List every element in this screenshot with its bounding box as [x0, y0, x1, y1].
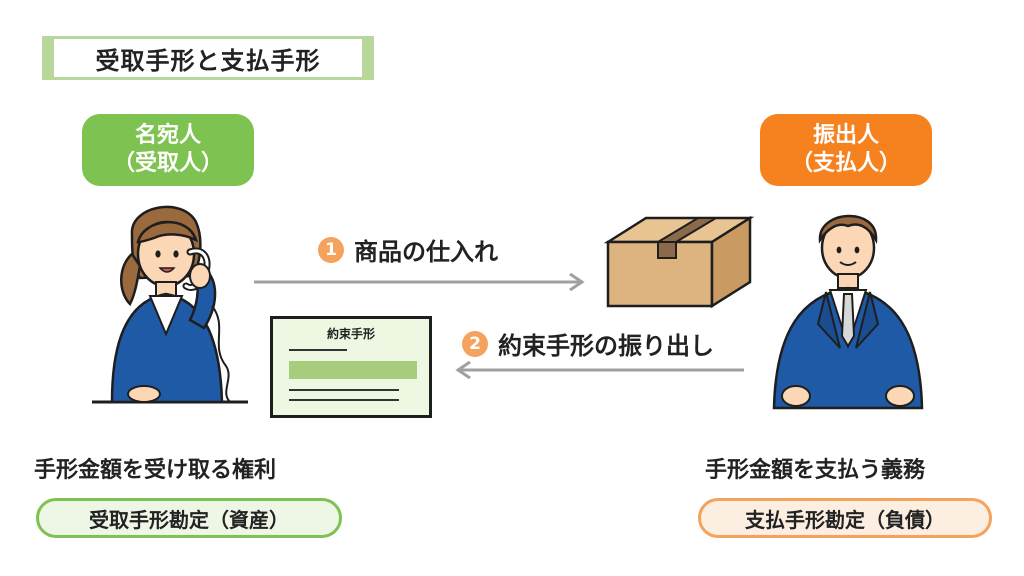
notes-receivable-account: 受取手形勘定（資産） [36, 498, 342, 538]
step-1-text: 商品の仕入れ [354, 238, 498, 266]
payee-woman-illustration [92, 205, 248, 404]
promissory-note-title: 約束手形 [326, 327, 375, 341]
step-2-number: 2 [462, 330, 488, 357]
payer-man-illustration [772, 214, 924, 410]
arrow-goods-to-payee [254, 272, 585, 292]
payee-right-caption: 手形金額を受け取る権利 [34, 458, 277, 483]
notes-payable-account: 支払手形勘定（負債） [698, 498, 992, 538]
cardboard-box-icon [604, 215, 754, 309]
arrow-note-to-payee [455, 360, 744, 380]
payer-obligation-caption: 手形金額を支払う義務 [705, 458, 926, 483]
payee-role-name: 名宛人 [134, 123, 201, 148]
payer-role-sub: （支払人） [790, 151, 901, 176]
step-2-text: 約束手形の振り出し [498, 332, 714, 360]
payer-role-badge: 振出人 （支払人） [760, 114, 932, 186]
step-1-number: 1 [318, 236, 344, 263]
step-2-label: 2 約束手形の振り出し [462, 326, 714, 361]
note-line [289, 399, 399, 401]
step-1-label: 1 商品の仕入れ [318, 232, 498, 267]
note-line [289, 349, 347, 351]
payee-role-sub: （受取人） [112, 151, 223, 176]
payee-role-badge: 名宛人 （受取人） [82, 114, 254, 186]
note-line [289, 389, 399, 391]
note-amount-bar [289, 361, 417, 379]
promissory-note: 約束手形 [270, 316, 432, 418]
diagram-title: 受取手形と支払手形 [42, 36, 374, 80]
payer-role-name: 振出人 [812, 123, 879, 148]
